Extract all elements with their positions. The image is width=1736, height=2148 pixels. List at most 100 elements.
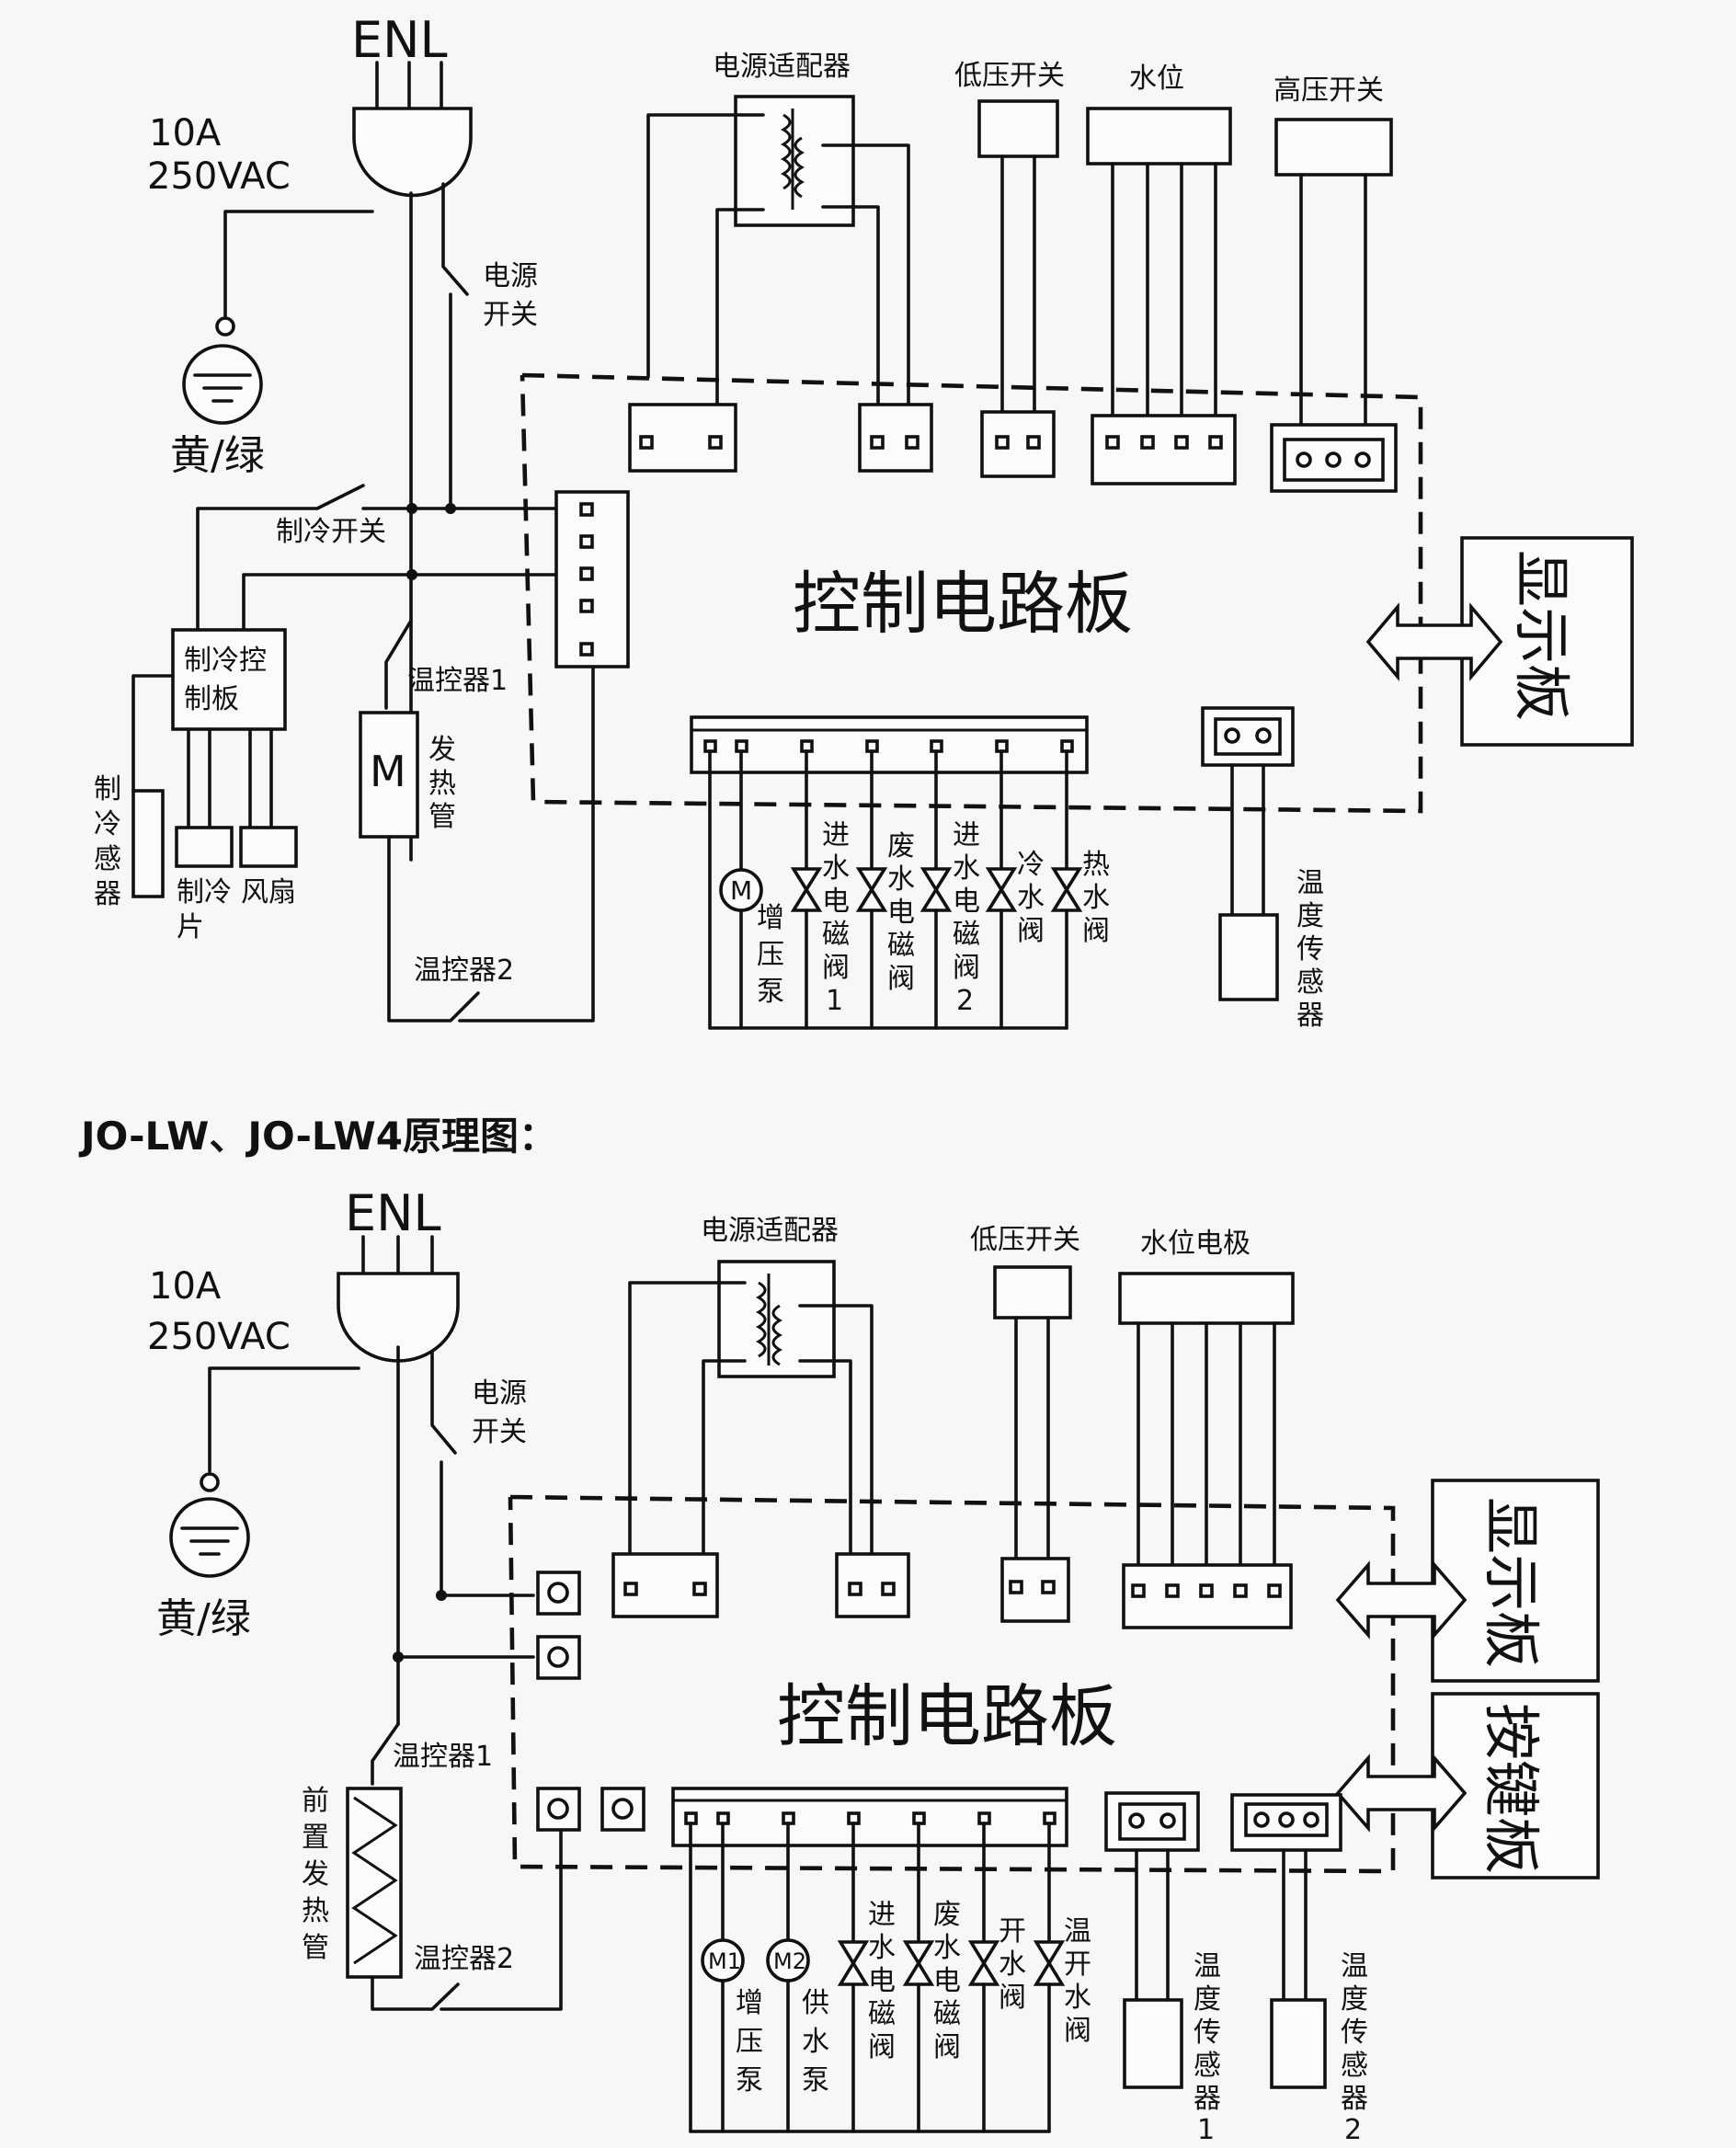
bottom-valve4-c0: 温 xyxy=(1064,1915,1091,1948)
top-valve3-c2: 电 xyxy=(953,885,980,918)
top-thermostat1-label: 温控器1 xyxy=(407,665,508,697)
top-schematic: ENL 10A 250VAC 黄/绿 电源 开关 制冷开关 制冷控 制板 制 冷 xyxy=(94,11,1634,1032)
top-heater-c1: 热 xyxy=(428,768,456,800)
section-title: JO-LW、JO-LW4原理图： xyxy=(78,1114,557,1159)
top-valve3-c5: 2 xyxy=(956,985,974,1017)
top-valve4-c0: 冷 xyxy=(1017,849,1045,881)
top-display-arrow-icon xyxy=(1365,602,1503,681)
bottom-valve2-c0: 废 xyxy=(933,1899,961,1931)
top-valve-labels: 进 水 电 磁 阀 1 废 水 电 磁 阀 进 水 电 磁 阀 2 冷 水 阀 … xyxy=(822,819,1110,1017)
top-temp-sensor-c2: 传 xyxy=(1296,933,1324,965)
top-power-plug xyxy=(352,61,473,198)
top-valve3-c4: 阀 xyxy=(953,952,980,984)
top-power-adapter xyxy=(734,95,855,227)
top-heater-c0: 发 xyxy=(428,734,456,766)
bottom-valve2-c4: 阀 xyxy=(933,2031,961,2063)
top-display-board-label: 显示板 xyxy=(1508,550,1575,721)
bottom-valve3-c1: 水 xyxy=(999,1948,1026,1981)
top-thermostat2-label: 温控器2 xyxy=(414,954,514,987)
top-booster-c1: 压 xyxy=(757,939,784,971)
top-booster-c2: 泵 xyxy=(757,976,784,1008)
top-cooling-sensor-c3: 器 xyxy=(94,878,121,910)
top-valve1-c5: 1 xyxy=(826,985,843,1017)
top-valve2-c1: 水 xyxy=(887,863,915,896)
bottom-valve1-c0: 进 xyxy=(868,1899,896,1931)
top-power-switch-line1: 电源 xyxy=(483,260,538,292)
top-valve2-c0: 废 xyxy=(887,830,915,863)
bottom-valve3-c0: 开 xyxy=(999,1915,1026,1948)
bottom-valve1-c1: 水 xyxy=(868,1932,896,1964)
top-fan-label: 风扇 xyxy=(241,876,296,908)
bottom-display-board xyxy=(1431,1479,1600,1683)
top-low-pressure-label: 低压开关 xyxy=(954,60,1065,92)
top-valve1-c3: 磁 xyxy=(822,919,850,951)
bottom-control-board-outline xyxy=(508,1494,1396,1874)
bottom-supply-c1: 水 xyxy=(802,2026,829,2058)
top-valve3-c1: 水 xyxy=(953,852,980,885)
top-cooling-sensor-c0: 制 xyxy=(94,773,121,806)
top-control-board-outline xyxy=(520,372,1423,814)
top-low-pressure-switch xyxy=(977,99,1059,158)
bottom-valve2-c1: 水 xyxy=(933,1932,961,1964)
top-power-adapter-label: 电源适配器 xyxy=(713,51,851,83)
top-fan xyxy=(239,826,298,868)
bottom-temp-sensor1-c5: 1 xyxy=(1197,2114,1215,2146)
top-valve1-c1: 水 xyxy=(822,852,850,885)
top-valve5-c1: 水 xyxy=(1082,882,1110,914)
bottom-power-adapter-label: 电源适配器 xyxy=(701,1215,839,1247)
bottom-temp-sensor2-c1: 度 xyxy=(1341,1983,1368,2016)
bottom-temp-sensor2-c3: 感 xyxy=(1341,2050,1368,2082)
top-cooling-sensor-c2: 感 xyxy=(94,843,121,875)
bottom-thermostat2-label: 温控器2 xyxy=(414,1943,514,1975)
bottom-valve3-c2: 阀 xyxy=(999,1982,1026,2014)
bottom-temp-sensor1 xyxy=(1123,1998,1183,2089)
top-valve2-c2: 电 xyxy=(887,897,915,929)
bottom-temp-sensor1-c0: 温 xyxy=(1194,1950,1221,1982)
top-plug-label: ENL xyxy=(351,11,448,69)
bottom-valve1-c3: 磁 xyxy=(868,1998,896,2030)
bottom-temp-sensor1-c4: 器 xyxy=(1194,2083,1221,2115)
top-valve-icons xyxy=(790,867,1083,912)
top-ground-icon xyxy=(182,210,374,425)
bottom-supply-c0: 供 xyxy=(802,1987,829,2019)
bottom-valve4-c2: 水 xyxy=(1064,1982,1091,2014)
bottom-temp-sensor1-c1: 度 xyxy=(1194,1983,1221,2016)
bottom-pre-heater-c3: 热 xyxy=(302,1895,329,1927)
bottom-power-plug xyxy=(337,1235,460,1363)
bottom-booster-c0: 增 xyxy=(736,1987,763,2019)
bottom-ground-icon xyxy=(169,1366,360,1578)
top-valve3-c0: 进 xyxy=(953,819,980,851)
bottom-valve-labels: 进 水 电 磁 阀 废 水 电 磁 阀 开 水 阀 温 开 水 阀 xyxy=(868,1899,1091,2063)
top-cooling-chip-line2: 片 xyxy=(177,911,204,943)
top-cooling-sensor xyxy=(131,789,165,898)
bottom-temp-sensor2-c5: 2 xyxy=(1344,2114,1362,2146)
bottom-motor2-label: M2 xyxy=(773,1948,806,1974)
top-valve4-c1: 水 xyxy=(1017,882,1045,914)
bottom-pre-heater-c4: 管 xyxy=(302,1932,329,1964)
bottom-rating-current: 10A xyxy=(149,1265,222,1308)
bottom-pre-heater-c2: 发 xyxy=(302,1858,329,1891)
top-cooling-sensor-c1: 冷 xyxy=(94,808,121,840)
top-cooling-chip-line1: 制冷 xyxy=(177,876,232,908)
bottom-valve1-c2: 电 xyxy=(868,1965,896,1997)
bottom-valve4-c3: 阀 xyxy=(1064,2015,1091,2047)
bottom-plug-label: ENL xyxy=(345,1184,441,1242)
top-valve5-c0: 热 xyxy=(1082,849,1110,881)
top-rating-voltage: 250VAC xyxy=(147,155,291,198)
top-booster-c0: 增 xyxy=(757,902,784,934)
bottom-display-board-label: 显示板 xyxy=(1478,1497,1545,1668)
bottom-key-board-label: 按键板 xyxy=(1478,1703,1545,1874)
bottom-ground-label: 黄/绿 xyxy=(156,1595,251,1642)
bottom-display-arrow-icon xyxy=(1335,1560,1468,1640)
bottom-supply-c2: 泵 xyxy=(802,2064,829,2097)
bottom-temp-sensor2 xyxy=(1270,1998,1327,2089)
top-valve1-c4: 阀 xyxy=(822,952,850,984)
top-heater-motor: M xyxy=(370,747,406,796)
bottom-temp-sensor2-c2: 传 xyxy=(1341,2017,1368,2049)
top-water-level-connector xyxy=(1091,414,1237,486)
bottom-pre-heater-c1: 置 xyxy=(302,1822,329,1854)
top-high-pressure-label: 高压开关 xyxy=(1273,74,1384,107)
top-rating-current: 10A xyxy=(149,112,222,154)
bottom-valve-icons xyxy=(837,1940,1066,1986)
